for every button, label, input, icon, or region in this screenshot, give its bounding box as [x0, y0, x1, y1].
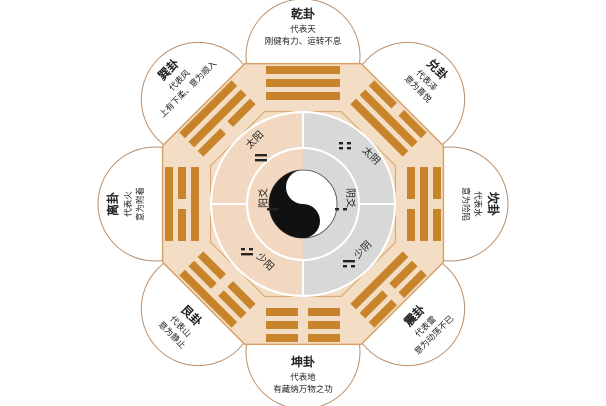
- symbol-tai-yin-2-a: [339, 147, 343, 150]
- yao-bar-0-2: [266, 66, 340, 74]
- yao-bar-left-4-2: [308, 334, 340, 342]
- yao-bar-left-5-1: [218, 290, 247, 319]
- symbol-tai-yin-1-b: [347, 142, 351, 145]
- yao-bar-right-4-0: [266, 308, 298, 316]
- yao-bar-left-3-2: [398, 269, 427, 299]
- trigram-name-0: 乾卦: [291, 6, 315, 21]
- symbol-shao-yin-2-b: [351, 265, 355, 268]
- yao-bar-left-2-0: [407, 167, 415, 199]
- yao-bar-3-0: [350, 251, 409, 310]
- inner-circle-layer: 阳爻阴爻太阳太阴少阳少阴: [210, 111, 396, 297]
- trigram-4: [266, 308, 340, 342]
- trigram-7: [179, 80, 256, 157]
- yao-bar-right-5-1: [188, 260, 217, 289]
- yao-bar-6-0: [191, 167, 199, 241]
- label-yang-yao: 阳爻: [258, 188, 270, 208]
- trigram-2: [407, 167, 441, 241]
- symbol-shao-yang-1-b: [249, 248, 253, 251]
- symbol-shao-yin-1: [343, 260, 355, 263]
- yao-bar-right-7-0: [227, 98, 256, 127]
- octagon-inner: [210, 111, 396, 297]
- trigram-bars-layer: [165, 66, 441, 342]
- yao-bar-left-2-2: [433, 167, 441, 199]
- yao-bar-left-3-1: [389, 260, 418, 289]
- symbol-shao-yang-2: [241, 253, 253, 256]
- yao-bar-1-0: [350, 98, 409, 157]
- trigram-desc-2-0: 代表水: [472, 191, 483, 217]
- symbol-tai-yin-1-a: [339, 142, 343, 145]
- trigram-desc-0-0: 代表天: [290, 24, 316, 35]
- yao-bar-left-4-0: [308, 308, 340, 316]
- yao-bar-0-1: [266, 79, 340, 87]
- symbol-shao-yang-1-a: [241, 248, 245, 251]
- yao-bar-6-2: [165, 167, 173, 241]
- yao-bar-left-4-1: [308, 321, 340, 329]
- yao-bar-right-2-2: [433, 209, 441, 241]
- trigram-6: [165, 167, 199, 241]
- symbol-tai-yin-2-b: [347, 147, 351, 150]
- yao-bar-left-6-1: [178, 209, 186, 241]
- trigram-desc-6-1: 意为附着: [135, 187, 146, 221]
- taiji-dot-white: [299, 183, 307, 191]
- trigram-desc-4-1: 有藏纳万物之功: [273, 384, 333, 395]
- yao-bar-right-4-1: [266, 321, 298, 329]
- trigram-name-6: 离卦: [105, 192, 120, 216]
- yao-bar-left-5-0: [227, 281, 256, 310]
- trigram-name-4: 坤卦: [291, 354, 315, 369]
- yao-bar-right-6-1: [178, 167, 186, 199]
- yao-bar-2-1: [420, 167, 428, 241]
- taiji-yin: [269, 170, 320, 238]
- trigram-label-6: 离卦代表火意为附着: [105, 187, 146, 221]
- label-yin-yao: 阴爻: [344, 188, 356, 208]
- symbol-yin-yao-a: [335, 208, 339, 211]
- yao-bar-right-5-0: [197, 251, 226, 280]
- yao-bar-right-1-2: [398, 109, 427, 139]
- yao-bar-right-3-2: [368, 299, 398, 328]
- symbol-yin-yao-b: [343, 208, 347, 211]
- liangyi-ring-outline: [246, 147, 360, 261]
- symbol-shao-yin-2-a: [343, 265, 347, 268]
- taiji-dot-black: [299, 217, 307, 225]
- yao-bar-left-7-0: [197, 128, 226, 157]
- symbol-tai-yang-2: [255, 159, 267, 162]
- trigram-1: [350, 80, 427, 157]
- trigram-0: [266, 66, 340, 100]
- trigram-desc-2-1: 意为险陷: [460, 187, 471, 221]
- symbol-yang-yao: [267, 208, 279, 211]
- yao-bar-right-2-0: [407, 209, 415, 241]
- trigram-3: [350, 251, 427, 328]
- yao-bar-7-2: [179, 80, 238, 139]
- yao-bar-1-1: [359, 89, 418, 148]
- trigram-name-2: 坎卦: [486, 192, 501, 216]
- trigram-5: [179, 251, 256, 328]
- yao-bar-right-3-1: [359, 290, 388, 319]
- trigram-desc-0-1: 刚健有力、运转不息: [265, 36, 342, 47]
- yao-bar-0-0: [266, 92, 340, 100]
- symbol-tai-yang-1: [255, 154, 267, 157]
- yao-bar-7-1: [188, 89, 247, 148]
- yao-bar-5-2: [179, 269, 238, 328]
- yao-bar-right-4-2: [266, 334, 298, 342]
- trigram-desc-6-0: 代表火: [123, 191, 134, 217]
- yao-bar-left-1-2: [368, 80, 398, 109]
- trigram-desc-4-0: 代表地: [290, 372, 316, 383]
